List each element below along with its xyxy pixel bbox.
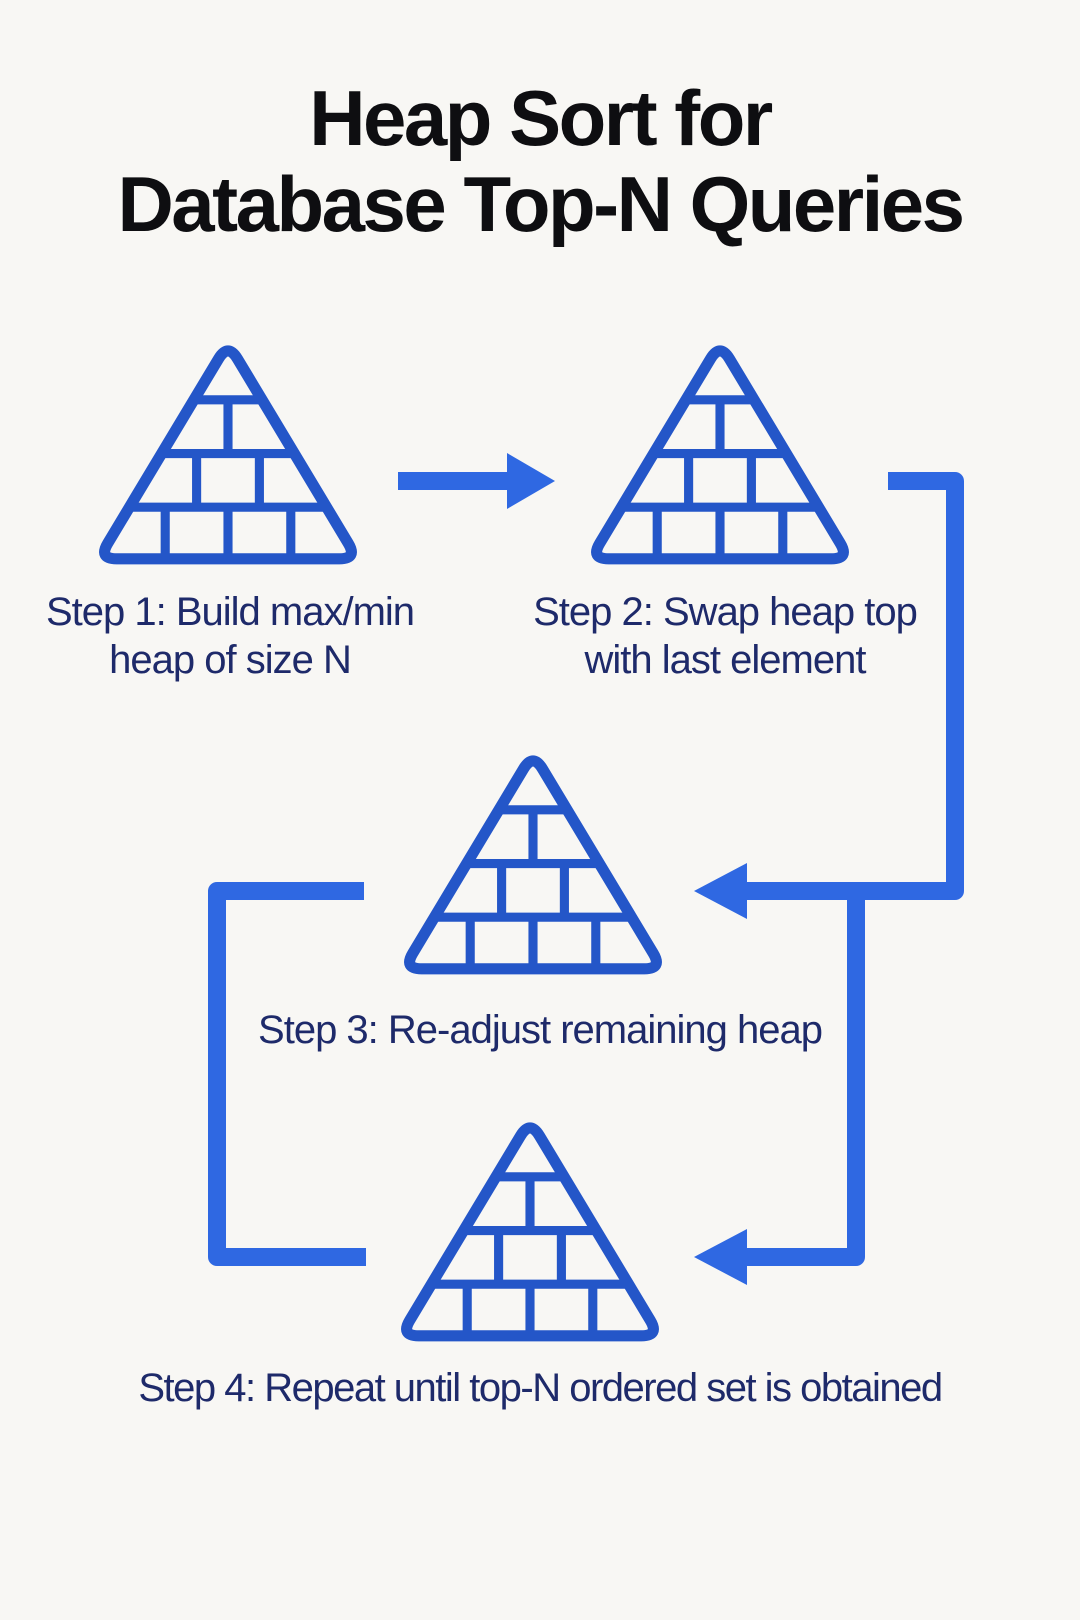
step-1-label: Step 1: Build max/min heap of size N (45, 590, 415, 682)
step-2-label: Step 2: Swap heap top with last element (533, 590, 918, 682)
page-title-line-1: Heap Sort for (309, 74, 773, 162)
right-arrow-icon (398, 453, 555, 509)
left-arrowhead-step3-icon (694, 863, 747, 919)
heap-pyramid-icon (578, 333, 862, 571)
right-arrow-head (507, 453, 555, 509)
loop-back-connector (208, 882, 366, 1266)
page-title-line-2: Database Top-N Queries (117, 159, 965, 248)
heap-pyramid-icon (391, 743, 675, 981)
step-4-label: Step 4: Repeat until top-N ordered set i… (138, 1366, 943, 1410)
step-3-label: Step 3: Re-adjust remaining heap (258, 1008, 823, 1052)
right-arrow-shaft (398, 472, 510, 490)
left-arrowhead-step4-icon (694, 1229, 747, 1285)
connector-step3-to-step4 (747, 886, 865, 1266)
heap-pyramid-icon (388, 1110, 672, 1348)
page-title: Heap Sort for Database Top-N Queries (0, 74, 1080, 248)
heap-pyramid-icon (86, 333, 370, 571)
